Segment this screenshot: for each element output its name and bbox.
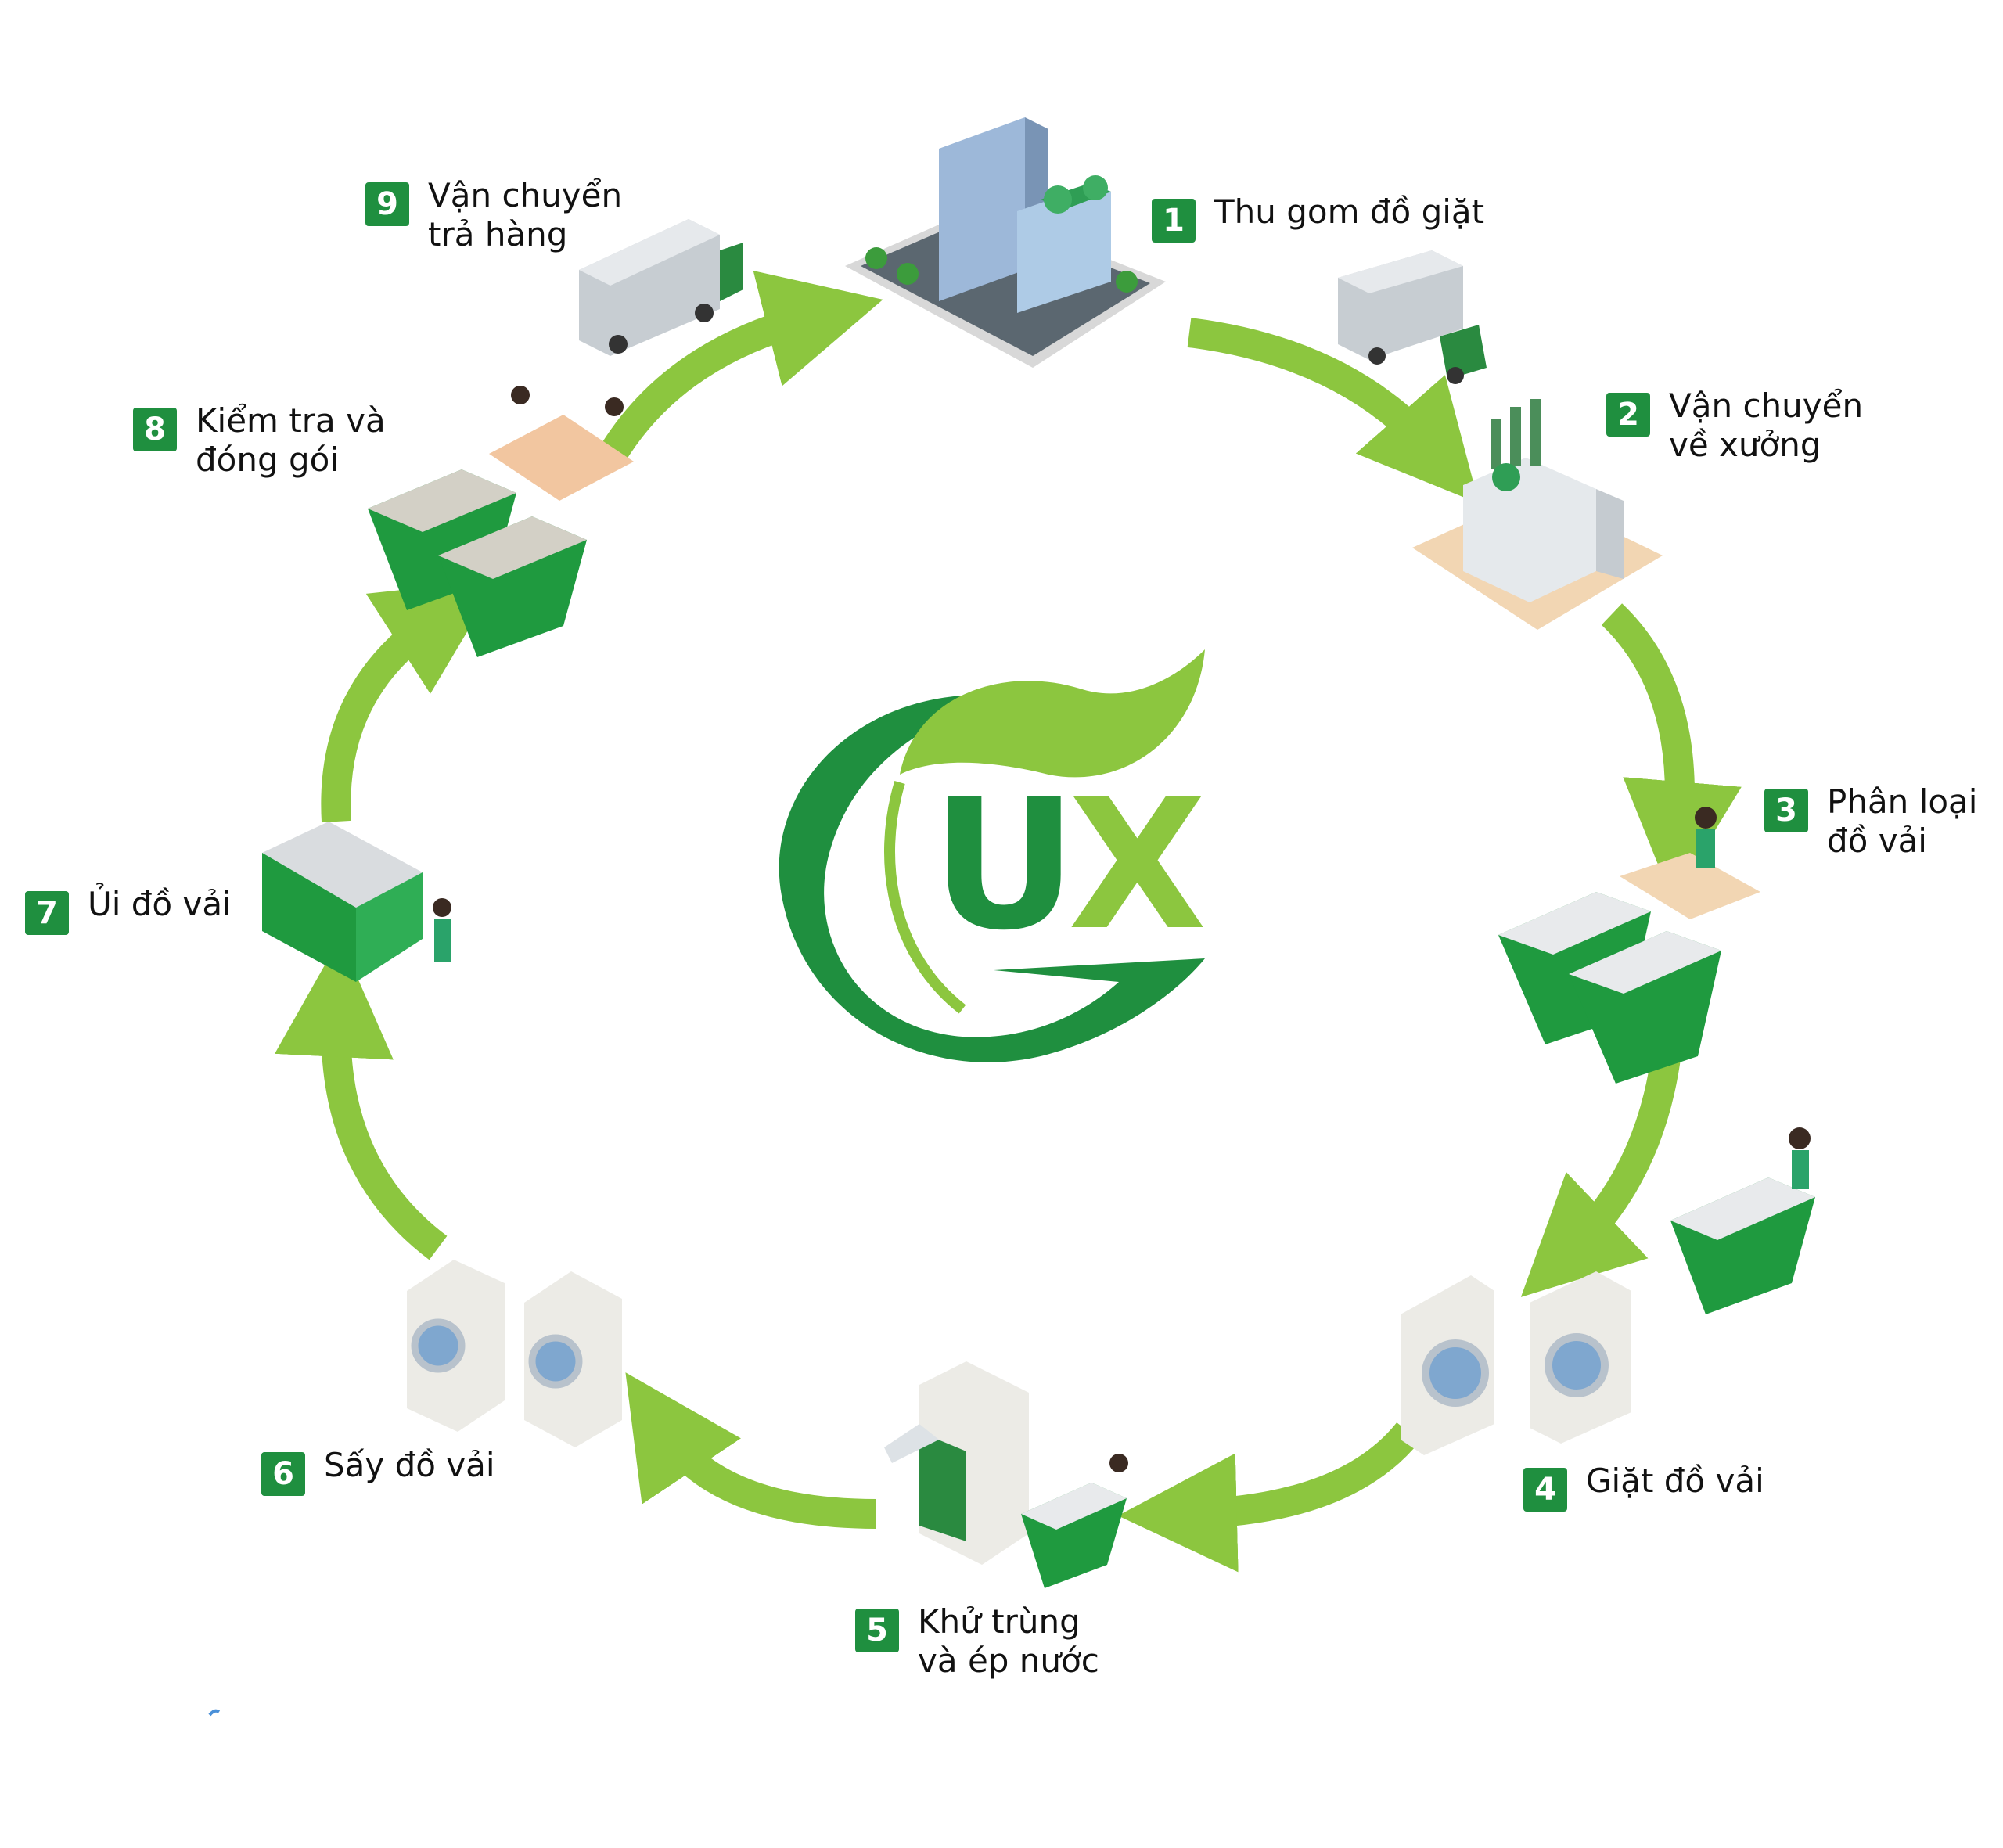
step-5-text-line-1: Khử trùng [918, 1602, 1081, 1641]
step-3-text-line-1: Phân loại [1827, 782, 1978, 821]
step-1-label: 1 Thu gom đồ giặt [1152, 192, 1484, 243]
step-2-label: 2 Vận chuyển về xưởng [1606, 386, 1863, 465]
step-4-badge: 4 [1523, 1468, 1567, 1512]
step-2-badge: 2 [1606, 393, 1650, 437]
step-8-label: 8 Kiểm tra và đóng gói [133, 401, 386, 480]
step-8-text-line-1: Kiểm tra và [196, 401, 386, 440]
step-4-label: 4 Giặt đồ vải [1523, 1462, 1764, 1512]
step-3-label: 3 Phân loại đồ vải [1764, 782, 1977, 861]
arrow-2-3 [1601, 603, 1742, 901]
sorting-carts-icon [1498, 807, 1760, 1084]
step-8-text-line-2: đóng gói [196, 440, 340, 479]
logo-letter-x: X [1068, 761, 1206, 970]
arrow-5-6 [625, 1372, 877, 1529]
logo-letter-u: U [931, 761, 1077, 970]
step-6-badge: 6 [261, 1452, 305, 1496]
logo-inner-arc [884, 780, 966, 1014]
hospital-building-icon [845, 117, 1166, 368]
step-7-label: 7 Ủi đồ vải [25, 885, 232, 935]
step-5-badge: 5 [855, 1609, 899, 1652]
step-5-text-line-2: và ép nước [918, 1641, 1099, 1680]
logo-leaf [900, 649, 1205, 778]
step-1-text: Thu gom đồ giặt [1214, 192, 1485, 231]
cycle-arrows [275, 271, 1742, 1573]
step-8-badge: 8 [133, 408, 177, 451]
step-3-badge: 3 [1764, 789, 1808, 832]
step-9-badge: 9 [365, 182, 409, 226]
arrow-7-8 [321, 579, 498, 823]
ironing-machine-icon [262, 822, 451, 982]
step-9-text-line-2: trả hàng [428, 215, 568, 253]
step-5-label: 5 Khử trùng và ép nước [855, 1602, 1099, 1681]
inspection-packing-icon [368, 386, 634, 657]
factory-icon [1412, 399, 1663, 630]
arrow-6-7 [275, 937, 448, 1260]
truck-icon [1338, 250, 1487, 384]
step-9-text-line-1: Vận chuyển [428, 176, 623, 214]
logo-g-swoosh [779, 695, 1205, 1062]
cart-with-worker-icon [1670, 1127, 1815, 1314]
step-6-label: 6 Sấy đồ vải [261, 1446, 495, 1496]
step-7-text: Ủi đồ vải [88, 885, 232, 923]
step-7-badge: 7 [25, 891, 69, 935]
delivery-truck-icon [579, 219, 743, 356]
small-mark [208, 1709, 221, 1717]
washing-machines-icon [1401, 1271, 1631, 1455]
step-2-text-line-1: Vận chuyển [1669, 386, 1864, 425]
disinfection-press-icon [884, 1361, 1128, 1588]
arrow-1-2 [1187, 318, 1480, 504]
arrow-3-4 [1520, 1050, 1681, 1297]
step-1-badge: 1 [1152, 199, 1196, 243]
step-6-text: Sấy đồ vải [324, 1446, 495, 1484]
step-4-text: Giặt đồ vải [1586, 1462, 1764, 1500]
gux-logo [779, 649, 1205, 1062]
dryers-icon [407, 1260, 622, 1447]
step-2-text-line-2: về xưởng [1669, 426, 1821, 464]
step-3-text-line-2: đồ vải [1827, 822, 1927, 860]
step-9-label: 9 Vận chuyển trả hàng [365, 176, 622, 254]
arrow-4-5 [1117, 1422, 1420, 1573]
arrow-8-9 [597, 271, 883, 466]
